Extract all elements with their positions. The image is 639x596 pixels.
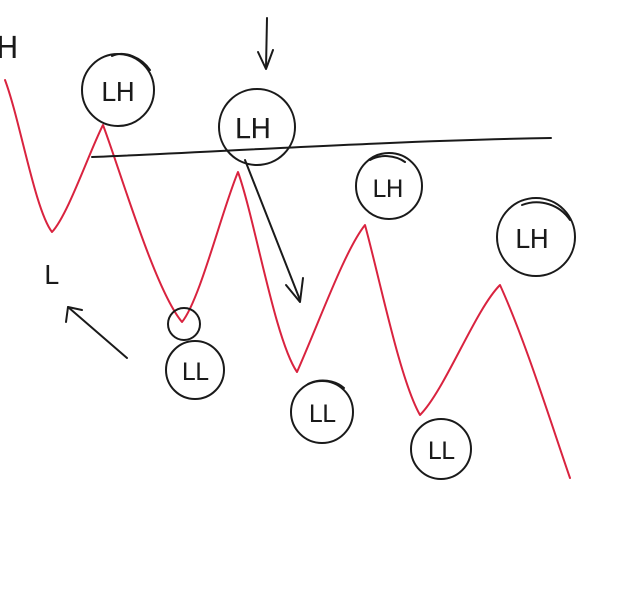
- h-label: H: [0, 31, 19, 66]
- down-arrow-top: [257, 17, 274, 70]
- ll-label-2: LL: [309, 400, 336, 428]
- resistance-line: [91, 137, 552, 158]
- lh-marker-4: LH: [496, 197, 576, 277]
- breakdown-arrow: [244, 159, 304, 303]
- price-path: [4, 79, 571, 479]
- lh-marker-3: LH: [355, 152, 423, 220]
- lh-label-3: LH: [372, 175, 403, 203]
- ll-marker-2: LL: [290, 379, 354, 444]
- lh-marker-1: LH: [81, 52, 155, 127]
- up-left-arrow: [65, 306, 128, 359]
- ll-label-1: LL: [182, 358, 209, 386]
- ll-label-3: LL: [428, 437, 455, 465]
- l-label: L: [44, 261, 59, 291]
- ll-marker-3: LL: [410, 418, 472, 480]
- lh-marker-2: LH: [218, 88, 296, 166]
- lh-label-4: LH: [515, 225, 549, 255]
- lh-label-1: LH: [101, 78, 135, 108]
- ll-marker-1: LL: [165, 340, 225, 400]
- swing-low-marker: [167, 307, 201, 341]
- lh-label-2: LH: [235, 112, 272, 145]
